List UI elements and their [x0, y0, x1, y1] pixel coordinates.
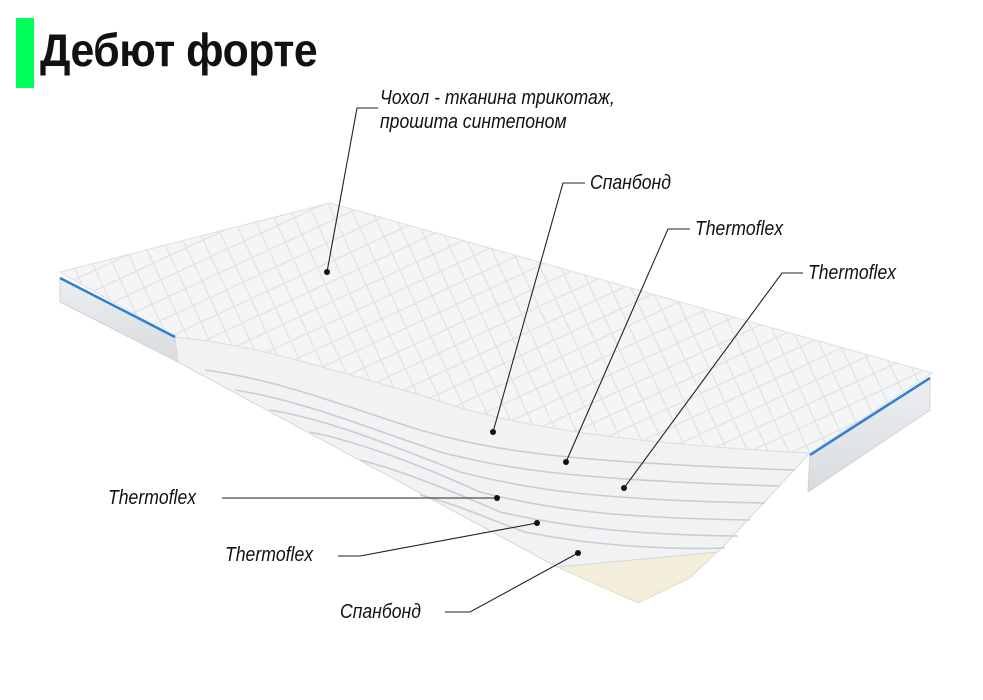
- layer-lines: [204, 369, 796, 550]
- label-thermoflex-1: Thermoflex: [695, 218, 784, 240]
- title-accent-bar: [16, 18, 34, 88]
- quilted-cover-top: [58, 202, 934, 454]
- label-thermoflex-2: Thermoflex: [808, 262, 897, 284]
- page-title: Дебют форте: [40, 24, 318, 76]
- leader-dots: [324, 269, 627, 556]
- label-cover: Чохол - тканина трикотаж, прошита синтеп…: [380, 86, 615, 134]
- label-cover-line1: Чохол - тканина трикотаж,: [380, 87, 615, 109]
- right-edge-tape: [809, 376, 931, 457]
- leader-lines: [222, 107, 803, 613]
- label-thermoflex-4: Thermoflex: [225, 544, 314, 566]
- label-spunbond-top: Спанбонд: [590, 172, 671, 194]
- left-edge-tape: [59, 276, 176, 339]
- label-spunbond-bottom: Спанбонд: [340, 601, 421, 623]
- label-cover-line2: прошита синтепоном: [380, 111, 567, 133]
- label-thermoflex-3: Thermoflex: [108, 487, 197, 509]
